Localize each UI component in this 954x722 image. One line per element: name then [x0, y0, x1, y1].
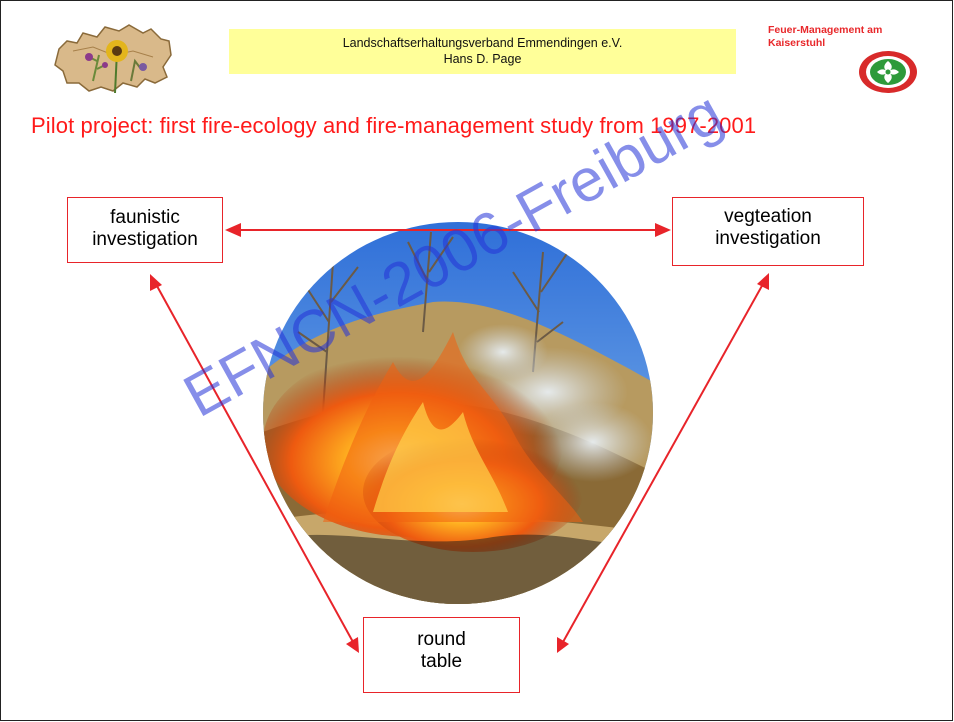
- vegetation-investigation-box: vegteation investigation: [672, 197, 864, 266]
- faunistic-investigation-box: faunistic investigation: [67, 197, 223, 263]
- regional-map-logo-icon: [54, 24, 172, 94]
- slide-title: Pilot project: first fire-ecology and fi…: [31, 113, 757, 138]
- round-table-line-2: table: [420, 651, 463, 672]
- vegetation-line-2: investigation: [715, 228, 821, 249]
- brand-line-2: Kaiserstuhl: [768, 37, 826, 49]
- round-table-box: round table: [363, 617, 520, 693]
- header-banner: Landschaftserhaltungsverband Emmendingen…: [229, 29, 736, 74]
- brand-text: Feuer-Management am Kaiserstuhl: [768, 24, 938, 50]
- brand-line-1: Feuer-Management am: [768, 24, 883, 36]
- author-name: Hans D. Page: [443, 52, 522, 66]
- fauna-line-2: investigation: [92, 229, 198, 250]
- fauna-line-1: faunistic: [110, 207, 180, 228]
- round-table-line-1: round: [417, 629, 466, 650]
- fire-management-logo-icon: [859, 51, 917, 93]
- organization-name: Landschaftserhaltungsverband Emmendingen…: [342, 36, 623, 50]
- vegetation-line-1: vegteation: [724, 206, 812, 227]
